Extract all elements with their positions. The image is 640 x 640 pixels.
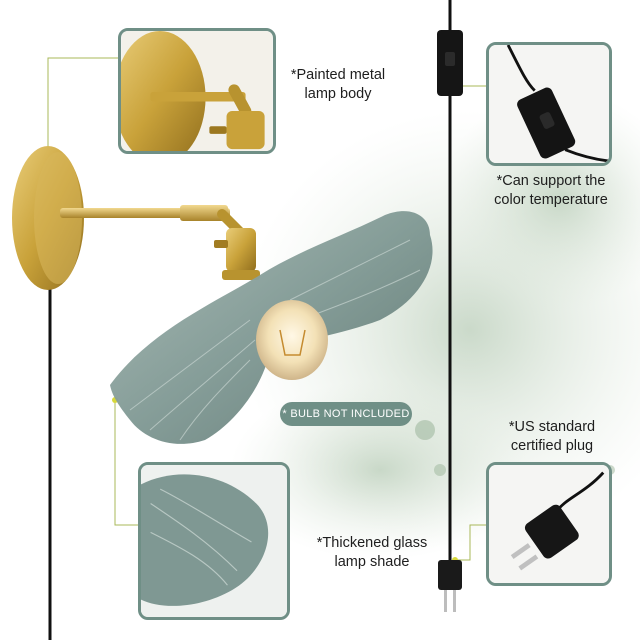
lamp-arm	[60, 205, 260, 280]
glass-shade-closeup	[141, 465, 287, 617]
label-plug: *US standard certified plug	[508, 419, 596, 454]
plug-closeup	[489, 465, 609, 583]
callout-glass-shade	[138, 462, 290, 620]
label-color-temperature: *Can support the color temperature	[494, 173, 608, 208]
switch-closeup	[489, 45, 609, 163]
cord-with-switch	[437, 0, 463, 612]
label-glass-shade: *Thickened glass lamp shade	[316, 535, 428, 570]
bulb	[256, 300, 328, 380]
bulb-not-included-badge: * BULB NOT INCLUDED	[280, 402, 412, 426]
callout-plug	[486, 462, 612, 586]
callout-lamp-body	[118, 28, 276, 154]
label-lamp-body: *Painted metal lamp body	[290, 67, 386, 102]
wall-backplate	[12, 146, 84, 290]
lamp-body-closeup	[121, 31, 273, 151]
callout-color-temperature	[486, 42, 612, 166]
